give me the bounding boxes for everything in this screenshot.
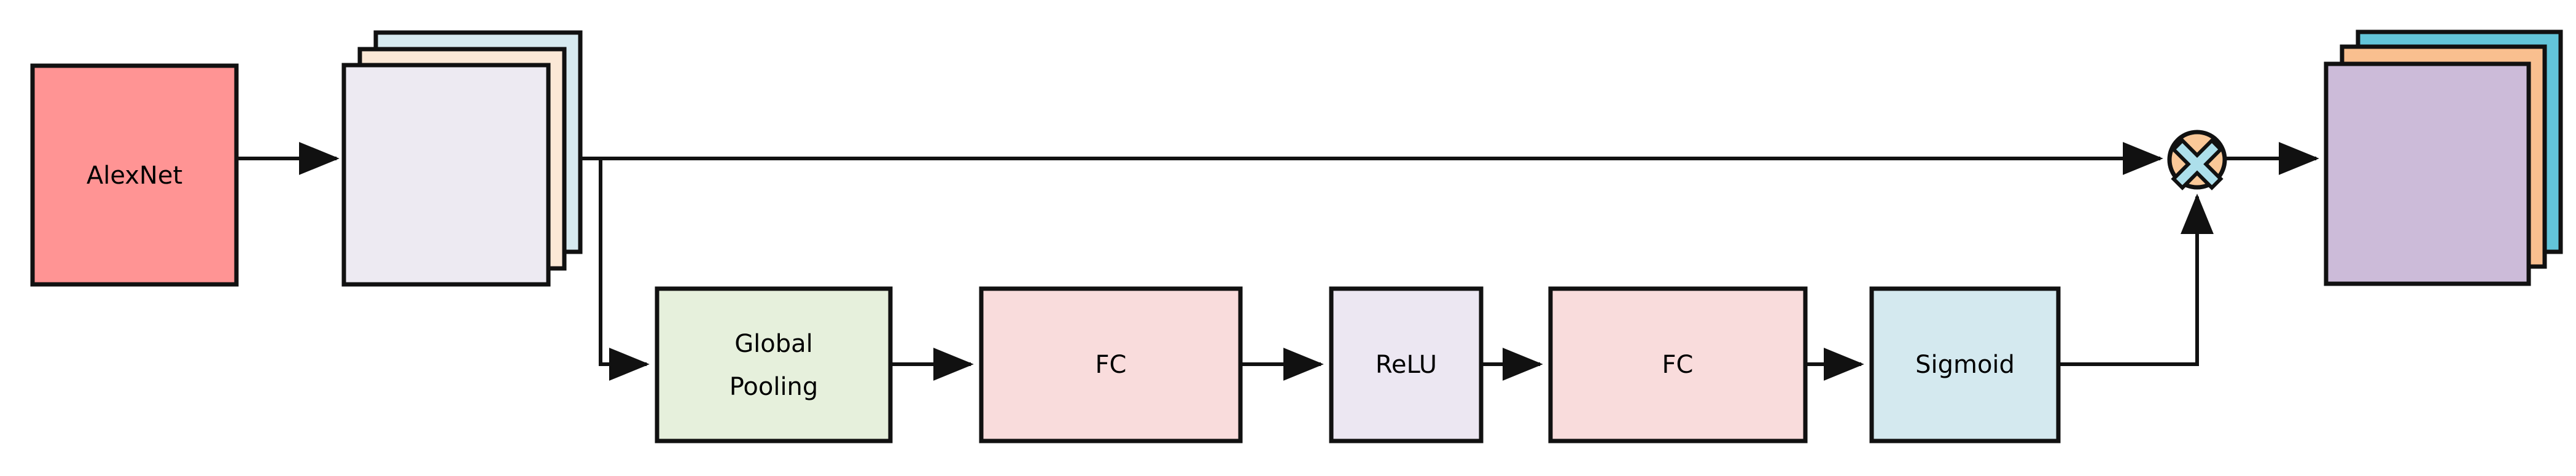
- relu-label: ReLU: [1376, 351, 1437, 379]
- relu-box[interactable]: [1329, 286, 1484, 443]
- fc1-box[interactable]: [979, 286, 1243, 443]
- alexnet-label: AlexNet: [87, 162, 182, 190]
- relu-node[interactable]: ReLU: [1329, 286, 1484, 443]
- alexnet-box[interactable]: [30, 63, 239, 287]
- input-map-front: [341, 63, 551, 287]
- alexnet-node[interactable]: AlexNet: [30, 63, 239, 287]
- global-pooling-label-line2: Pooling: [730, 373, 819, 401]
- fc2-node[interactable]: FC: [1548, 286, 1808, 443]
- fc2-label: FC: [1662, 351, 1694, 379]
- fc1-label: FC: [1095, 351, 1127, 379]
- connectors: [236, 142, 2319, 381]
- edge-features-to-global-pooling: [599, 159, 650, 381]
- multiply-node[interactable]: [2167, 130, 2227, 190]
- sigmoid-node[interactable]: Sigmoid: [1869, 286, 2061, 443]
- output-map-front: [2324, 61, 2531, 286]
- multiply-cross-icon: [2171, 138, 2224, 190]
- global-pooling-node[interactable]: Global Pooling: [655, 286, 893, 443]
- global-pooling-box[interactable]: [655, 286, 893, 443]
- global-pooling-label-line1: Global: [734, 330, 813, 358]
- fc2-box[interactable]: [1548, 286, 1808, 443]
- fc1-node[interactable]: FC: [979, 286, 1243, 443]
- edge-sigmoid-to-multiply: [2058, 193, 2214, 366]
- sigmoid-box[interactable]: [1869, 286, 2061, 443]
- input-feature-maps: [341, 30, 583, 287]
- output-feature-maps: [2324, 29, 2563, 286]
- sigmoid-label: Sigmoid: [1915, 351, 2015, 379]
